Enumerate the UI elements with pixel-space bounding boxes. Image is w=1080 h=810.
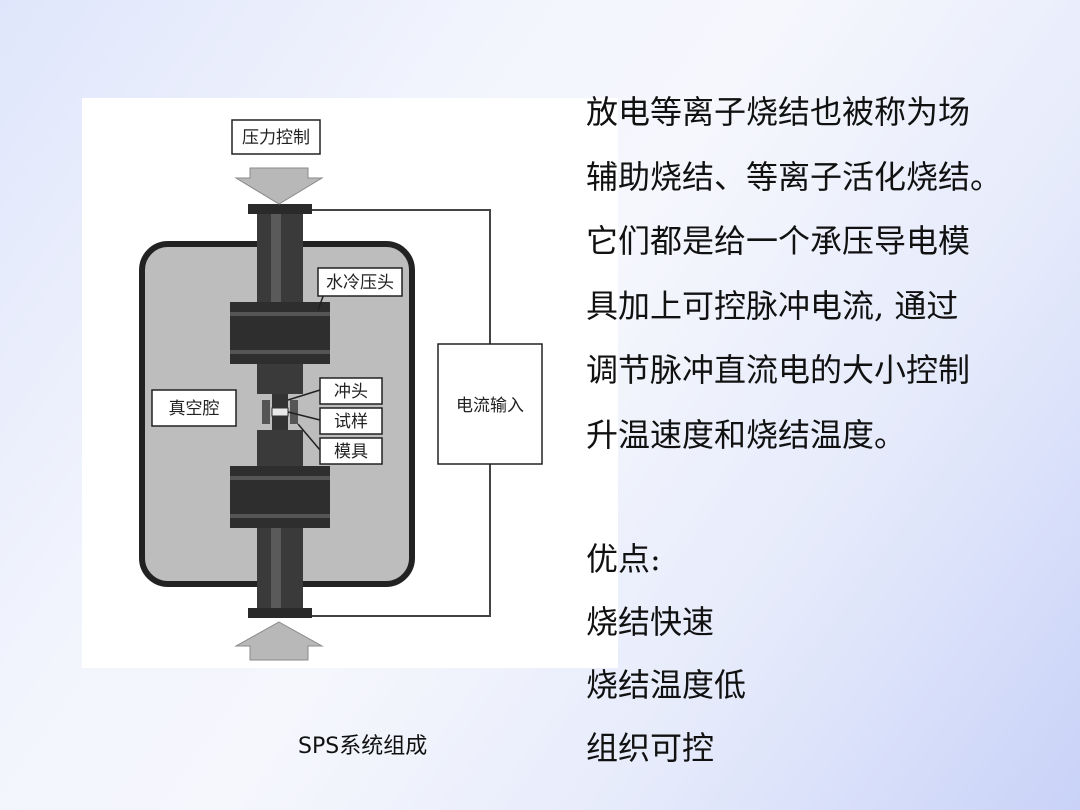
sample	[271, 407, 289, 417]
advantage-item: 烧结快速	[586, 603, 715, 641]
die-label: 模具	[334, 442, 368, 462]
sample-box	[319, 407, 383, 435]
description-line: 它们都是给一个承压导电模	[586, 222, 971, 260]
pressure-arrow-up-icon	[234, 621, 324, 661]
vacuum-chamber-box	[151, 389, 237, 427]
description-line: 辅助烧结、等离子活化烧结。	[586, 157, 1003, 196]
die-right	[290, 400, 298, 424]
lower-ram-cap	[248, 608, 312, 618]
advantages-list: 优点: 烧结快速 烧结温度低 组织可控	[586, 528, 1056, 780]
sample-label: 试样	[334, 412, 368, 432]
lower-punch	[272, 416, 288, 430]
sps-diagram-panel: 压力控制 水冷压头 真空腔 冲头 试样 模具 电流输入	[82, 98, 618, 668]
pressure-arrow-down-icon	[234, 167, 324, 205]
upper-punch	[272, 394, 288, 408]
upper-ram-cap	[248, 204, 312, 214]
description-line: 放电等离子烧结也被称为场	[586, 93, 971, 131]
pressure-control-box	[231, 119, 321, 155]
water-cooled-ram-label: 水冷压头	[326, 273, 394, 293]
description-text: 放电等离子烧结也被称为场 辅助烧结、等离子活化烧结。 它们都是给一个承压导电模 …	[586, 80, 1056, 467]
die-left	[262, 400, 270, 424]
lower-wire	[300, 464, 491, 617]
upper-wire	[297, 209, 491, 344]
advantages-heading: 优点:	[586, 540, 661, 578]
die-box	[319, 437, 383, 465]
water-cooled-ram-box	[317, 267, 403, 297]
advantage-item: 烧结温度低	[586, 666, 747, 704]
lower-ram-block	[230, 466, 330, 528]
description-line: 升温速度和烧结温度。	[586, 415, 907, 454]
description-line: 具加上可控脉冲电流, 通过	[586, 286, 959, 325]
current-input-label: 电流输入	[456, 396, 524, 416]
upper-ram-block	[230, 302, 330, 364]
punch-box	[319, 377, 383, 405]
sps-diagram: 压力控制 水冷压头 真空腔 冲头 试样 模具 电流输入	[139, 119, 543, 661]
current-input-box	[437, 343, 543, 465]
diagram-caption: SPS系统组成	[298, 734, 428, 759]
pressure-control-label: 压力控制	[242, 128, 310, 148]
description-line: 调节脉冲直流电的大小控制	[586, 351, 971, 389]
vacuum-chamber-label: 真空腔	[169, 399, 220, 419]
punch-label: 冲头	[334, 382, 368, 402]
advantage-item: 组织可控	[586, 729, 715, 767]
